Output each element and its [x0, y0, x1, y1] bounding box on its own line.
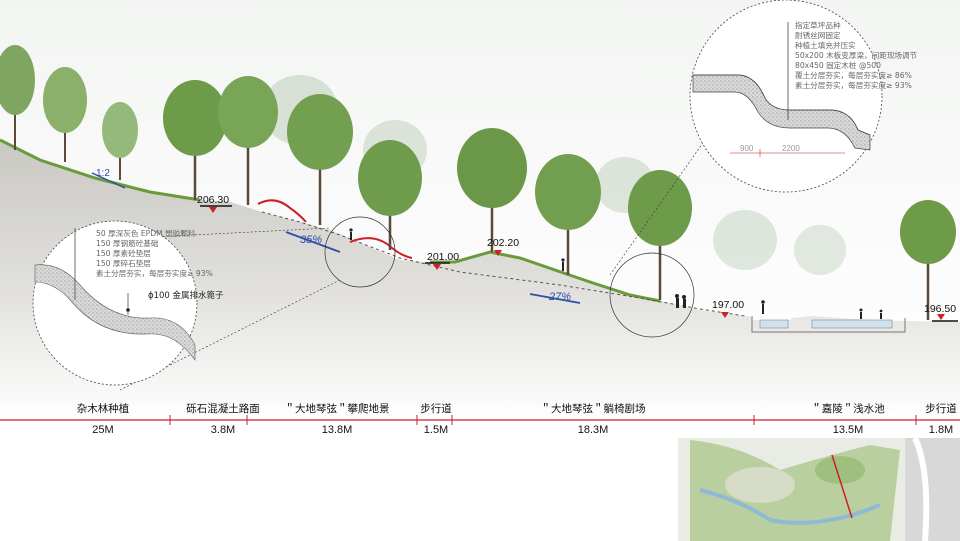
layer-label: 耐锈丝网固定 — [795, 30, 841, 40]
layer-label: 50x200 木板变厚梁，间距现场调节 — [795, 50, 918, 60]
segment-label: ＂大地琴弦＂躺椅剧场 — [541, 402, 646, 415]
segment-length: 1.5M — [424, 424, 448, 436]
segment-label: 砾石混凝土路面 — [186, 402, 260, 415]
slope-indicator-3: 27% — [529, 291, 581, 304]
elevation-marker-5: 196.50 — [924, 303, 958, 322]
tree — [287, 94, 353, 225]
climbing-structure — [257, 199, 413, 259]
tree — [163, 80, 227, 200]
dimension-label: 2200 — [782, 144, 800, 153]
elevation-label: 197.00 — [712, 299, 744, 311]
segment-length: 1.8M — [929, 424, 953, 436]
segment-length: 3.8M — [211, 424, 235, 436]
layer-label: 素土分层夯实，每层夯实度≥ 93% — [96, 268, 213, 278]
layer-label: 覆土分层夯实，每层夯实度≥ 86% — [795, 70, 912, 80]
elevation-marker-4: 197.00 — [712, 299, 744, 318]
tree — [43, 67, 87, 162]
segment-length: 18.3M — [578, 424, 609, 436]
layer-label: 80x450 固定木桩 @500 — [795, 60, 881, 70]
people — [349, 228, 883, 319]
key-plan-map — [678, 436, 960, 541]
elevation-label: 202.20 — [487, 237, 519, 249]
shallow-pool — [751, 316, 906, 333]
layer-label: 指定草坪品种 — [795, 20, 841, 30]
tree — [218, 76, 278, 205]
slope-percent: 27% — [548, 291, 571, 303]
layer-label: 种植土填充并压实 — [795, 40, 856, 50]
layer-label: 150 厚素砼垫层 — [96, 248, 151, 258]
layer-label: 50 厚深灰色 EPDM 塑胶颗料 — [96, 228, 196, 238]
tree — [0, 45, 35, 150]
elevation-label: 196.50 — [924, 303, 956, 315]
segment-label: ＂大地琴弦＂攀爬地景 — [285, 402, 390, 415]
grass-line — [0, 138, 661, 303]
detail-callout-right: 指定草坪品种 耐锈丝网固定 种植土填充并压实 50x200 木板变厚梁，间距现场… — [609, 0, 918, 338]
tree — [535, 154, 601, 275]
layer-label: 150 厚碎石垫层 — [96, 258, 151, 268]
segment-label: 步行道 — [925, 402, 957, 415]
ground-section — [0, 140, 960, 420]
elevation-label: 201.00 — [427, 251, 459, 263]
elevation-marker-1: 206.30 — [197, 194, 232, 213]
trees — [0, 45, 956, 320]
elevation-label: 206.30 — [197, 194, 229, 206]
elevation-marker-3: 202.20 — [487, 237, 519, 256]
segment-label: 杂木林种植 — [77, 402, 130, 415]
tree — [102, 102, 138, 180]
slope-indicator-2: 35% — [285, 231, 341, 253]
slope-indicator-1: 1:2 — [91, 168, 126, 189]
segment-ruler: 杂木林种植 25M 砾石混凝土路面 3.8M ＂大地琴弦＂攀爬地景 13.8M … — [0, 402, 960, 436]
segment-length: 13.8M — [322, 424, 353, 436]
drain-pipe-label: ϕ100 金属排水篦子 — [148, 290, 224, 301]
slope-percent: 35% — [300, 234, 322, 246]
segment-label: 步行道 — [420, 402, 452, 415]
detail-callout-left: 50 厚深灰色 EPDM 塑胶颗料 150 厚钢筋砼基础 150 厚素砼垫层 1… — [32, 216, 396, 391]
tree — [900, 200, 956, 320]
slope-ratio: 1:2 — [96, 168, 110, 179]
layer-label: 150 厚钢筋砼基础 — [96, 238, 159, 248]
tree — [457, 128, 527, 252]
segment-label: ＂嘉陵＂浅水池 — [811, 402, 885, 415]
layer-label: 素土分层夯实，每层夯实度≥ 93% — [795, 80, 912, 90]
segment-length: 13.5M — [833, 424, 864, 436]
tree — [358, 140, 422, 250]
segment-length: 25M — [92, 424, 113, 436]
dimension-label: 900 — [740, 144, 754, 153]
elevation-marker-2: 201.00 — [425, 251, 459, 270]
tree — [628, 170, 692, 300]
